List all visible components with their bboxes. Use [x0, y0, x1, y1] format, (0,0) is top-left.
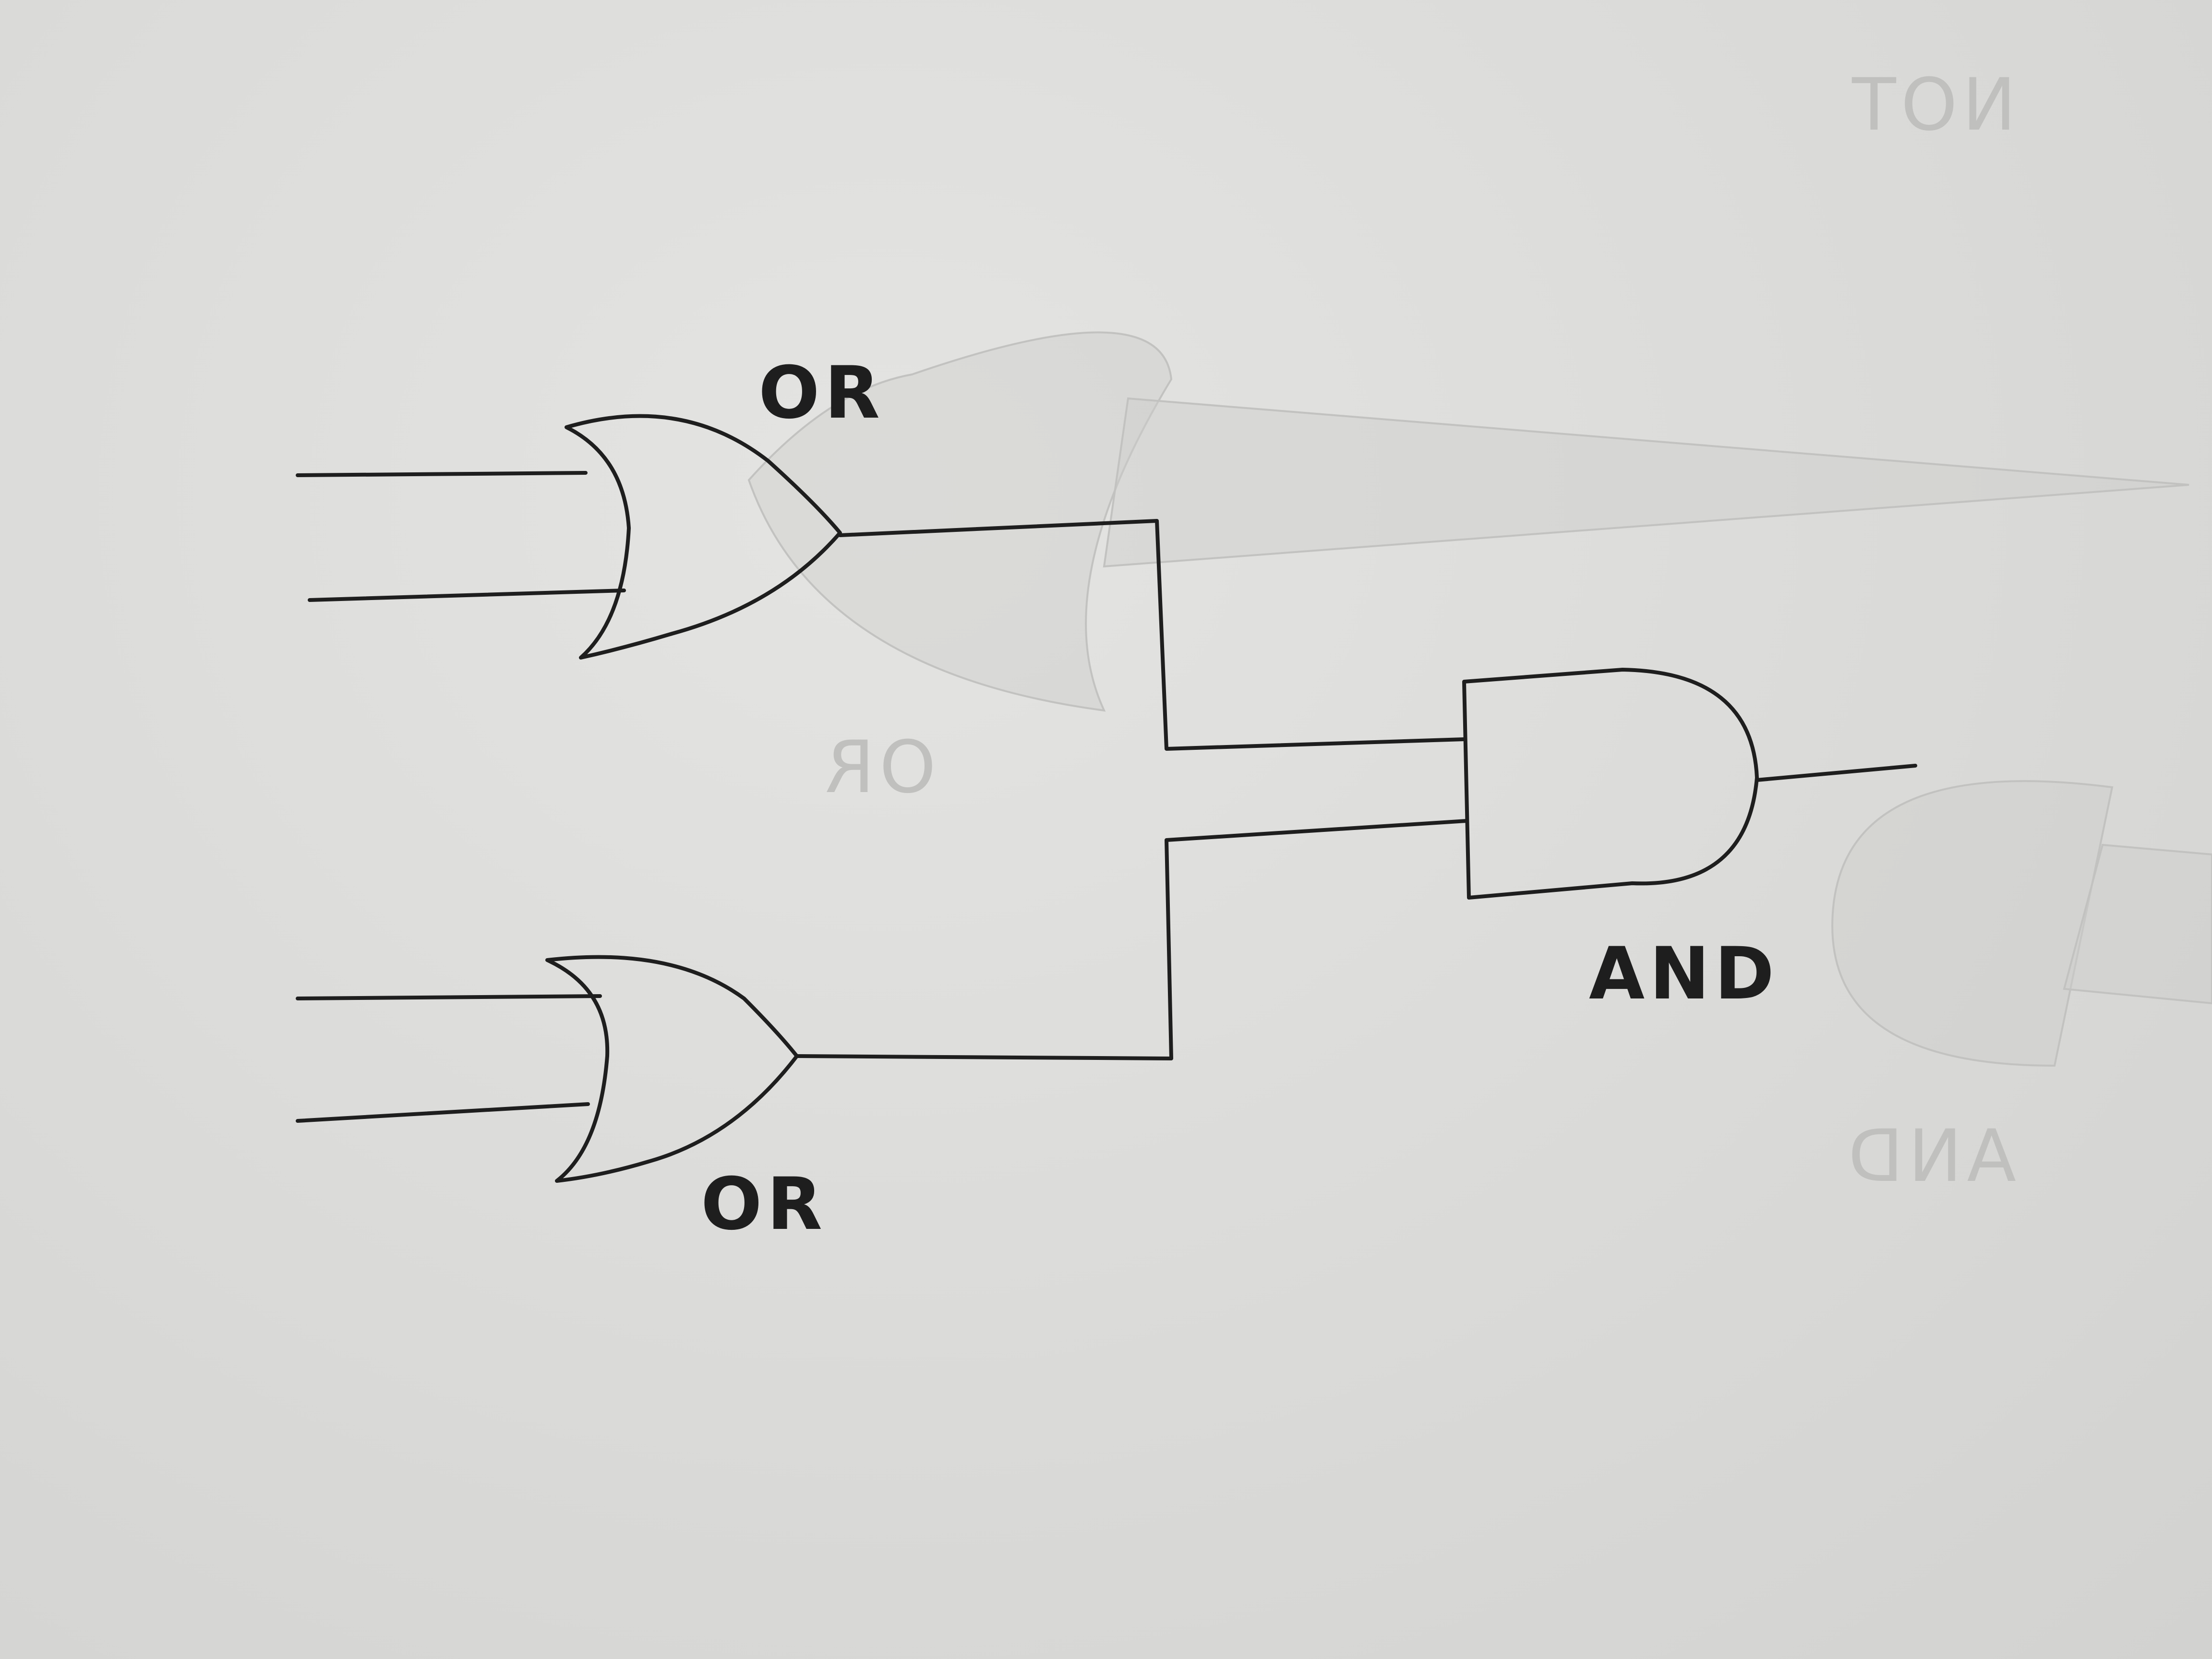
or-bottom-label: OR	[701, 1163, 827, 1246]
and-gate	[1462, 668, 1759, 900]
or-top-label: OR	[758, 351, 885, 435]
wire-or-bottom-to-and	[795, 819, 1468, 1060]
ghost-and-gate	[1831, 780, 2114, 1067]
or-gate-bottom	[545, 955, 799, 1183]
wire-or-top-to-and	[838, 519, 1466, 751]
and-label: AND	[1589, 932, 1779, 1016]
ghost-wire-band	[1103, 397, 2189, 568]
input-wire-b	[308, 589, 626, 602]
show-through-layer: NOT OR AND	[747, 63, 2212, 1198]
or-gate-top	[565, 414, 842, 660]
input-wire-c	[296, 994, 602, 1000]
ghost-label-and: AND	[1843, 1115, 2016, 1198]
ghost-label-or: OR	[820, 726, 936, 809]
input-wire-a	[296, 471, 588, 477]
and-output-wire	[1755, 764, 1917, 782]
ghost-or-gate	[747, 331, 1173, 712]
ghost-and-output-band	[2063, 843, 2212, 1005]
ghost-label-not: NOT	[1847, 63, 2016, 147]
input-wire-d	[296, 1102, 590, 1123]
